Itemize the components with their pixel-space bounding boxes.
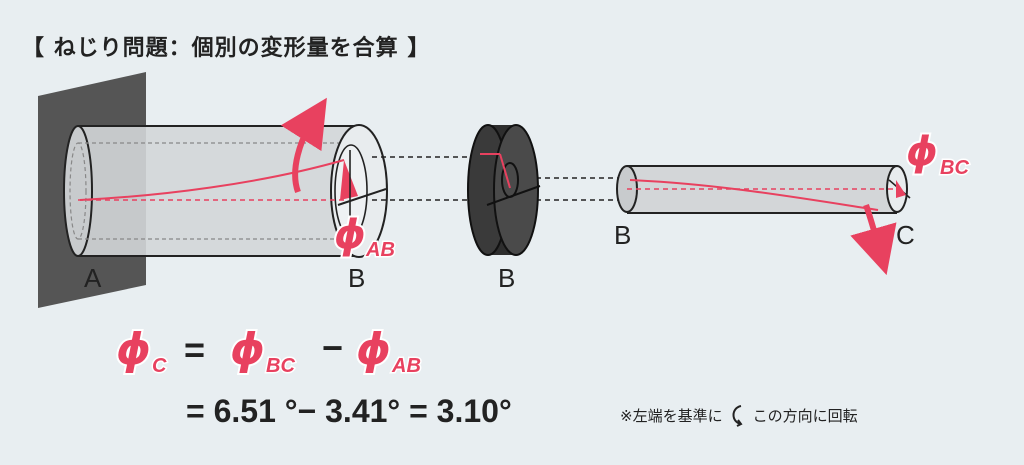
rotation-note: ※左端を基準に この方向に回転	[620, 402, 858, 428]
page-title: 【 ねじり問題：個別の変形量を合算 】	[22, 36, 431, 61]
svg-text:ϕ: ϕ	[906, 129, 938, 175]
angle-label-ab: ϕ AB	[332, 210, 396, 263]
rotation-arrow-bc	[850, 204, 897, 276]
svg-text:ϕ: ϕ	[116, 324, 151, 375]
angle-label-bc: ϕ BC	[904, 127, 971, 181]
svg-text:AB: AB	[365, 239, 395, 261]
note-after: この方向に回転	[752, 406, 858, 425]
svg-text:−: −	[322, 327, 343, 368]
label-b-shaft: B	[348, 263, 365, 293]
svg-text:BC: BC	[940, 157, 969, 179]
label-b-rod: B	[614, 220, 631, 250]
shaft-ab	[63, 124, 388, 258]
svg-text:BC: BC	[266, 355, 295, 377]
disk-b	[467, 124, 541, 256]
label-a: A	[84, 263, 102, 293]
note-before: ※左端を基準に	[620, 406, 723, 425]
equation-line-2: = 6.51 °− 3.41° = 3.10°	[186, 393, 512, 429]
label-c-rod: C	[896, 220, 915, 250]
svg-text:AB: AB	[391, 355, 421, 377]
svg-text:C: C	[152, 355, 167, 377]
svg-text:ϕ: ϕ	[230, 324, 265, 375]
svg-text:=: =	[184, 329, 205, 370]
rotation-icon	[732, 405, 743, 427]
svg-text:ϕ: ϕ	[356, 324, 391, 375]
equation-line-1: ϕ C = ϕ BC − ϕ AB	[114, 322, 422, 379]
svg-text:ϕ: ϕ	[334, 212, 366, 258]
label-b-disk: B	[498, 263, 515, 293]
rod-bc	[616, 165, 911, 214]
rotation-arrow-ab	[280, 97, 327, 194]
